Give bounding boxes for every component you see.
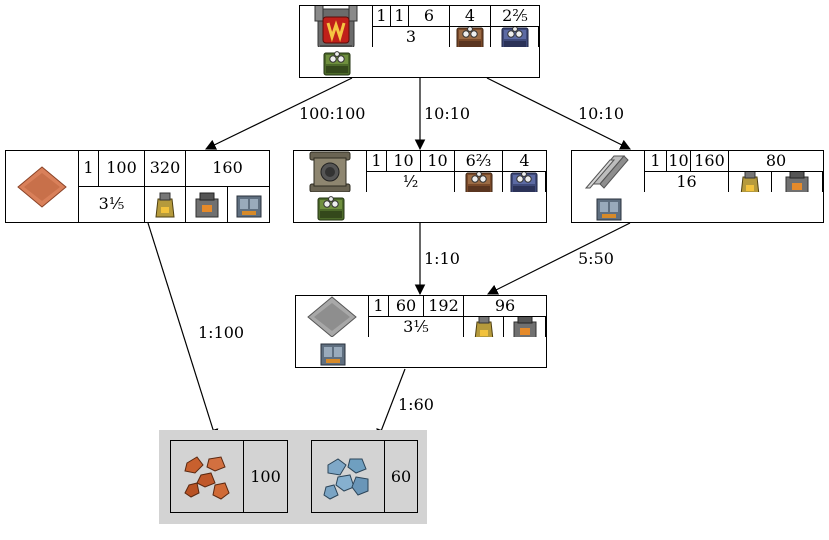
machine-icon-brown bbox=[455, 171, 503, 192]
steel-icon bbox=[572, 151, 645, 192]
furnace-image bbox=[314, 6, 358, 47]
furnace-stat-5: 2²⁄₅ bbox=[491, 6, 539, 27]
pipe-image bbox=[309, 151, 351, 192]
pipe-stat-2: 10 bbox=[387, 151, 421, 172]
machine-icon-blue bbox=[503, 171, 546, 192]
smelter-icon-gray bbox=[186, 186, 228, 222]
furnace-stat-2: 1 bbox=[391, 6, 409, 27]
edge-steel-to-iron bbox=[487, 222, 631, 295]
raw-node-copper-ore[interactable]: 100 bbox=[170, 440, 288, 513]
furnace-stat-3: 6 bbox=[409, 6, 450, 27]
edge-label-steel-to-iron: 5:50 bbox=[578, 249, 614, 268]
copper-stat-1: 1 bbox=[79, 151, 99, 187]
smelter-icon-yellow bbox=[145, 186, 186, 222]
copper-ore-icon bbox=[171, 441, 244, 512]
steel-stat-2: 10 bbox=[667, 151, 691, 172]
iron-ore-icon bbox=[312, 441, 385, 512]
steel-count: 16 bbox=[645, 171, 729, 192]
steel-stat-1: 1 bbox=[645, 151, 667, 172]
recipe-node-pipe[interactable]: 1 10 10 6²⁄₃ 4 ¹⁄₂ bbox=[293, 150, 547, 223]
edge-copper-to-ore bbox=[147, 222, 219, 441]
furnace-count: 3 bbox=[373, 26, 450, 47]
iron-ore-image bbox=[323, 457, 369, 500]
iron-stat-2: 60 bbox=[389, 296, 424, 317]
recipe-node-furnace[interactable]: 1 1 6 4 2²⁄₅ 3 bbox=[299, 5, 540, 78]
recipe-node-steel[interactable]: 1 10 160 80 16 bbox=[571, 150, 824, 223]
copper-count: 3¹⁄₅ bbox=[79, 186, 145, 222]
copper-stat-4: 160 bbox=[186, 151, 269, 187]
iron-count: 3¹⁄₅ bbox=[369, 316, 464, 337]
recipe-node-copper-plate[interactable]: 1 100 320 160 3¹⁄₅ bbox=[5, 150, 270, 223]
iron-ore-amount: 60 bbox=[390, 467, 412, 486]
edge-label-copper-to-ore: 1:100 bbox=[198, 323, 244, 342]
copper-stat-3: 320 bbox=[145, 151, 186, 187]
smelter-icon-gray bbox=[504, 316, 546, 337]
pipe-stat-4: 6²⁄₃ bbox=[455, 151, 503, 172]
smelter-icon-gray bbox=[772, 171, 823, 192]
edge-label-top-to-steel: 10:10 bbox=[578, 104, 624, 123]
copper-stat-2: 100 bbox=[99, 151, 145, 187]
smelter-icon-blue bbox=[228, 187, 269, 223]
iron-stat-1: 1 bbox=[369, 296, 389, 317]
edge-label-top-to-pipe: 10:10 bbox=[424, 104, 470, 123]
pipe-stat-3: 10 bbox=[421, 151, 455, 172]
steel-stat-3: 160 bbox=[691, 151, 729, 172]
pipe-icon bbox=[294, 151, 367, 192]
edge-label-top-to-copper: 100:100 bbox=[299, 104, 365, 123]
smelter-icon-yellow bbox=[729, 171, 772, 192]
machine-icon-brown bbox=[450, 26, 491, 47]
copper-ore-amount: 100 bbox=[250, 467, 281, 486]
machine-icon-green bbox=[294, 192, 367, 222]
iron-plate-icon bbox=[296, 296, 369, 337]
iron-stat-4: 96 bbox=[464, 296, 546, 317]
furnace-stat-4: 4 bbox=[450, 6, 491, 27]
smelter-icon-blue bbox=[572, 192, 645, 222]
edge-top-to-steel bbox=[486, 77, 631, 150]
smelter-icon-yellow bbox=[464, 316, 504, 337]
steel-stat-4: 80 bbox=[729, 151, 823, 172]
pipe-count: ¹⁄₂ bbox=[367, 171, 455, 192]
edge-label-pipe-to-iron: 1:10 bbox=[424, 249, 460, 268]
smelter-icon-blue bbox=[296, 337, 369, 367]
edge-top-to-copper bbox=[205, 77, 353, 150]
pipe-stat-5: 4 bbox=[503, 151, 546, 172]
machine-icon-blue bbox=[491, 26, 539, 47]
iron-stat-3: 192 bbox=[424, 296, 464, 317]
machine-icon-green bbox=[300, 47, 373, 77]
raw-node-iron-ore[interactable]: 60 bbox=[311, 440, 418, 513]
edge-iron-to-ore bbox=[376, 368, 406, 441]
steel-beam-image bbox=[584, 154, 629, 189]
furnace-icon bbox=[300, 6, 373, 47]
copper-ore-image bbox=[184, 455, 230, 500]
copper-plate-image bbox=[17, 165, 67, 208]
copper-plate-icon bbox=[6, 151, 79, 222]
furnace-stat-1: 1 bbox=[373, 6, 391, 27]
edge-label-iron-to-ore: 1:60 bbox=[398, 395, 434, 414]
recipe-node-iron-plate[interactable]: 1 60 192 96 3¹⁄₅ bbox=[295, 295, 547, 368]
pipe-stat-1: 1 bbox=[367, 151, 387, 172]
iron-plate-image bbox=[307, 296, 357, 337]
